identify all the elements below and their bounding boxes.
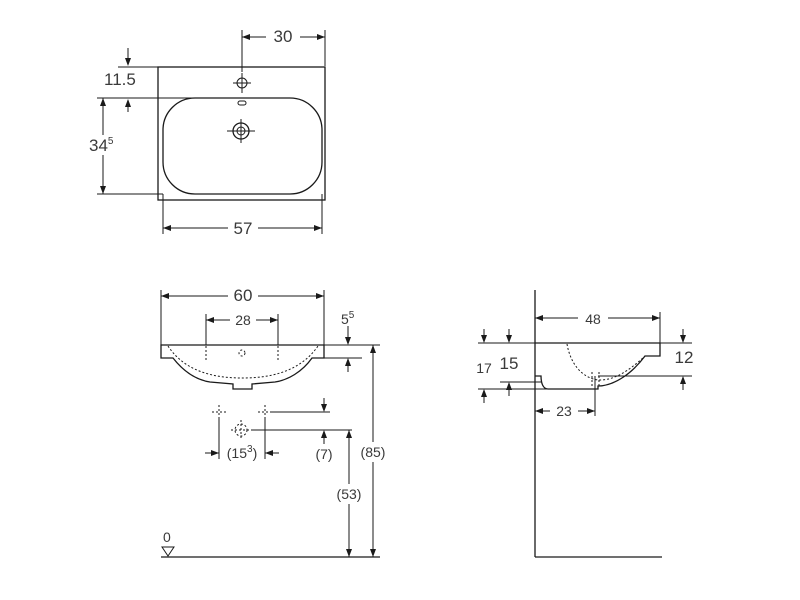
- dim-tap-offset: 30: [274, 27, 293, 46]
- dim-total-height: (85): [361, 444, 386, 460]
- side-view: 48 17 15 12 23: [476, 290, 694, 558]
- dim-rim: 55: [341, 310, 355, 327]
- waste-outlet-icon: [231, 420, 352, 440]
- waste-connection-left-icon: [212, 405, 226, 419]
- basin-side-body: [535, 342, 661, 390]
- basin-front-body: [160, 344, 325, 390]
- overflow-slot: [237, 100, 247, 106]
- dim-overflow: 11.5: [104, 70, 136, 89]
- dim-17: 17: [476, 360, 492, 376]
- dim-holes: 28: [235, 312, 251, 328]
- dim-waste-drop: (7): [315, 446, 332, 462]
- tap-hole-icon: [233, 73, 251, 93]
- waste-connection-right-icon: [258, 405, 330, 419]
- dim-15: 15: [500, 354, 519, 373]
- drain-icon: [227, 119, 255, 143]
- dim-12: 12: [675, 348, 694, 367]
- front-view: 60 28 55: [160, 285, 391, 558]
- dim-bowl-width: 57: [234, 219, 253, 238]
- dim-23: 23: [556, 403, 572, 419]
- floor-level: 0: [163, 529, 171, 545]
- floor-level-icon: [161, 546, 175, 557]
- dim-depth: 345: [89, 136, 114, 155]
- dim-projection: 48: [585, 311, 601, 327]
- dim-width: 60: [234, 286, 253, 305]
- dim-waste-spacing: (153): [227, 444, 257, 461]
- dim-waste-height: (53): [337, 486, 362, 502]
- top-view: 30 11.5 345 57: [85, 26, 326, 238]
- basin-bowl-top: [162, 97, 323, 195]
